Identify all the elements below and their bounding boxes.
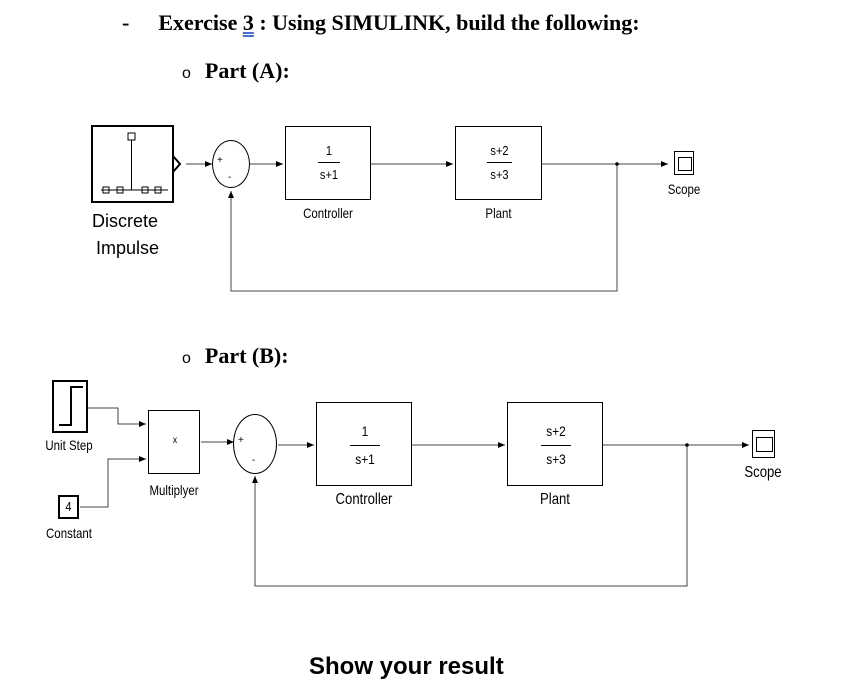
controller-block-a[interactable]: 1 s+1 [285, 126, 371, 200]
part-a-wires [186, 161, 668, 292]
controller-block-b[interactable]: 1 s+1 [316, 402, 412, 486]
scope-b-label: Scope [744, 464, 782, 481]
discrete-impulse-label: Discrete Impulse [92, 208, 159, 262]
constant-block[interactable]: 4 [58, 495, 79, 519]
plus-sign-icon: + [238, 435, 244, 446]
bullet-icon: o [182, 65, 191, 82]
part-b-heading: o Part (B): [182, 343, 289, 369]
scope-block-a[interactable] [674, 151, 694, 175]
part-b-wires [80, 407, 749, 587]
title-suffix: : Using SIMULINK, build the following: [253, 10, 640, 35]
discrete-impulse-label-line1: Discrete [92, 211, 159, 231]
sum-block-a[interactable]: + - [212, 140, 250, 188]
scope-a-label: Scope [667, 181, 701, 197]
plant-a-label: Plant [485, 205, 512, 221]
controller-a-label: Controller [303, 205, 353, 221]
minus-sign-icon: - [228, 172, 232, 183]
bullet-icon: o [182, 350, 191, 367]
plant-block-b[interactable]: s+2 s+3 [507, 402, 603, 486]
plant-b-denominator: s+3 [546, 451, 566, 467]
output-port-icon [172, 155, 182, 173]
discrete-impulse-icon [101, 132, 168, 194]
controller-a-denominator: s+1 [319, 167, 339, 182]
minus-sign-icon: - [252, 455, 256, 466]
scope-block-b[interactable] [752, 430, 775, 458]
plant-block-a[interactable]: s+2 s+3 [455, 126, 542, 200]
plant-a-fraction-bar [487, 162, 512, 163]
plant-b-label: Plant [540, 491, 570, 508]
title-prefix: Exercise [158, 10, 243, 35]
multiply-icon: x [172, 435, 178, 446]
scope-screen-icon [678, 157, 692, 171]
part-a-heading-text: Part (A): [204, 58, 290, 83]
discrete-impulse-block[interactable] [91, 125, 182, 203]
controller-a-fraction-bar [318, 162, 340, 163]
plus-sign-icon: + [217, 155, 223, 166]
show-your-result-text: Show your result [309, 653, 504, 680]
multiplier-block[interactable]: x [148, 410, 200, 474]
unit-step-label: Unit Step [45, 437, 93, 453]
scope-screen-icon [756, 437, 773, 452]
plant-b-fraction-bar [541, 445, 571, 446]
constant-label: Constant [46, 525, 92, 541]
plant-a-numerator: s+2 [490, 143, 509, 158]
controller-b-numerator: 1 [361, 423, 369, 439]
discrete-impulse-label-line2: Impulse [96, 238, 160, 258]
controller-b-label: Controller [335, 491, 393, 508]
controller-b-fraction-bar [350, 445, 380, 446]
step-signal-icon [59, 386, 83, 426]
exercise-number: 3 [242, 10, 254, 35]
controller-a-numerator: 1 [325, 143, 333, 158]
plant-b-numerator: s+2 [546, 423, 566, 439]
plant-a-denominator: s+3 [490, 167, 509, 182]
controller-b-denominator: s+1 [355, 451, 375, 467]
title-dash: - [122, 10, 130, 35]
constant-value: 4 [65, 499, 72, 514]
multiplier-label: Multiplyer [149, 482, 199, 498]
exercise-title: - Exercise 3 : Using SIMULINK, build the… [122, 10, 640, 36]
part-a-heading: o Part (A): [182, 58, 290, 84]
unit-step-block[interactable] [52, 380, 88, 433]
sum-block-b[interactable]: + - [233, 414, 277, 474]
part-b-heading-text: Part (B): [204, 343, 289, 368]
